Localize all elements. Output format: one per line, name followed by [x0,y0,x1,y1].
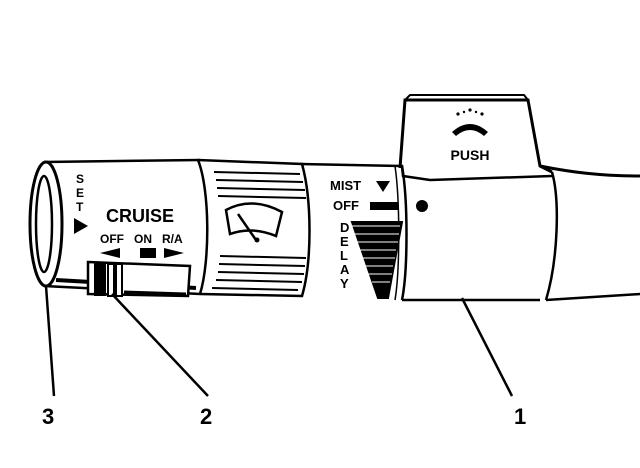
washer-spray-icon[interactable] [452,108,488,136]
delay-letter-a: A [340,262,350,277]
shroud-body [539,164,640,178]
set-end-cap[interactable] [28,160,64,288]
off-label: OFF [333,198,359,213]
set-letter-t: T [76,200,84,214]
column-shroud [398,94,640,302]
cruise-state-ra: R/A [162,232,183,246]
set-letter-s: S [76,172,84,186]
delay-letter-e: E [340,234,349,249]
cruise-state-on: ON [134,232,152,246]
delay-letter-d: D [340,220,349,235]
filled-circle-icon [416,200,428,212]
cruise-slide-switch[interactable] [86,260,192,298]
push-label: PUSH [451,147,490,163]
cruise-position-markers [100,248,184,258]
cruise-label: CRUISE [106,206,174,226]
right-triangle-icon [74,218,88,234]
delay-letter-l: L [340,248,348,263]
callout-3: 3 [42,404,54,429]
off-position-mark [370,202,398,210]
callout-2: 2 [200,404,212,429]
leader-lines [44,285,514,397]
set-letter-e: E [76,186,84,200]
mist-label: MIST [330,178,361,193]
windshield-wiper-icon [224,202,284,243]
delay-letter-y: Y [340,276,349,291]
cruise-state-off: OFF [100,232,124,246]
down-triangle-icon [376,181,390,192]
delay-wedge [350,221,404,299]
callout-1: 1 [514,404,526,429]
